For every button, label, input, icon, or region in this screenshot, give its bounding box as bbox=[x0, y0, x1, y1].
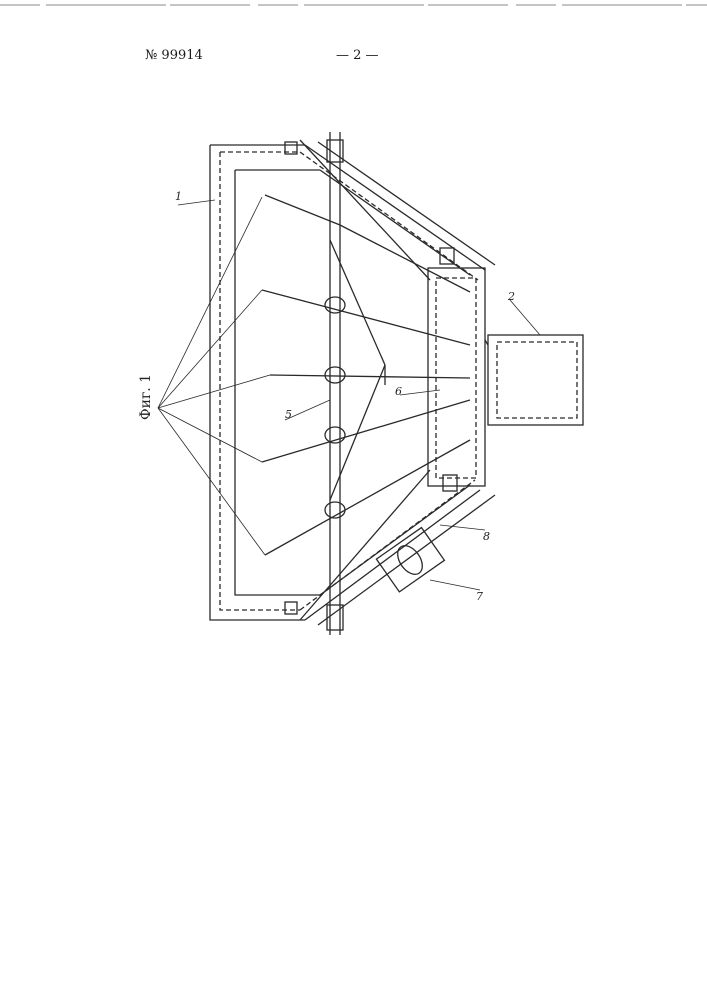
label-6: 6 bbox=[395, 385, 402, 398]
label-8: 8 bbox=[483, 530, 490, 543]
label-5: 5 bbox=[285, 408, 292, 421]
figure-caption: Фиг. 1 bbox=[138, 374, 154, 420]
stirring-rods bbox=[262, 140, 470, 620]
bin-frame bbox=[210, 145, 320, 620]
central-shaft bbox=[325, 132, 345, 635]
label-7: 7 bbox=[476, 590, 483, 603]
discharge-chute bbox=[485, 335, 583, 425]
label-2: 2 bbox=[507, 290, 515, 303]
label-1: 1 bbox=[175, 190, 182, 203]
